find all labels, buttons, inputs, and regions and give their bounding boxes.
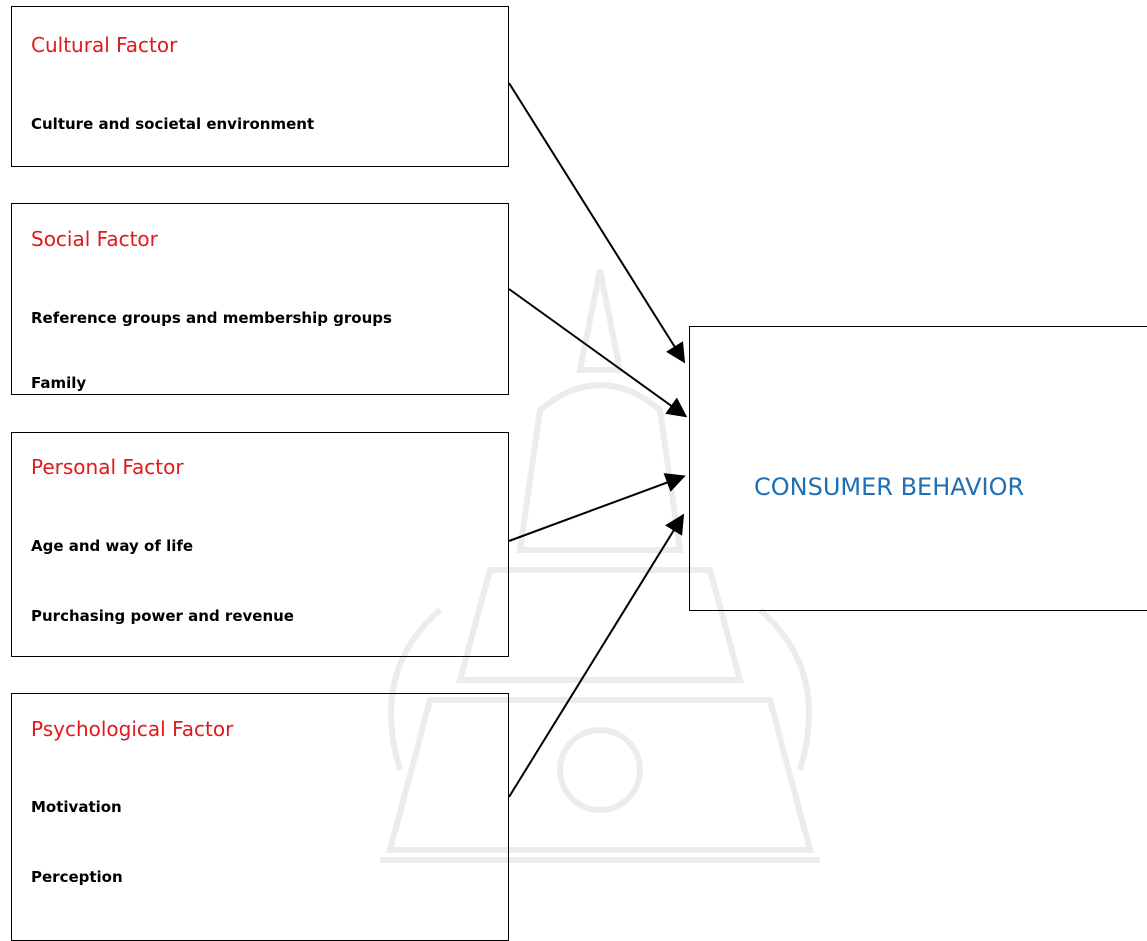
psychological-factor-box: Psychological Factor Motivation Percepti… [11,693,509,941]
factor-title: Psychological Factor [31,717,234,741]
factor-item: Age and way of life [31,537,194,555]
factor-title: Personal Factor [31,455,184,479]
cultural-factor-box: Cultural Factor Culture and societal env… [11,6,509,167]
arrow-cultural [508,82,686,364]
arrow-psychological [508,513,685,798]
factor-item: Reference groups and membership groups [31,309,392,327]
factor-title: Cultural Factor [31,33,178,57]
arrow-social [508,288,688,418]
factor-item: Perception [31,868,123,886]
consumer-behavior-label: CONSUMER BEHAVIOR [754,473,1025,501]
factor-item: Motivation [31,798,122,816]
arrow-personal [508,473,686,542]
factor-title: Social Factor [31,227,158,251]
consumer-behavior-box: CONSUMER BEHAVIOR [689,326,1147,611]
factor-item: Family [31,374,87,392]
factor-item: Purchasing power and revenue [31,607,294,625]
factor-item: Culture and societal environment [31,115,315,133]
social-factor-box: Social Factor Reference groups and membe… [11,203,509,395]
personal-factor-box: Personal Factor Age and way of life Purc… [11,432,509,657]
